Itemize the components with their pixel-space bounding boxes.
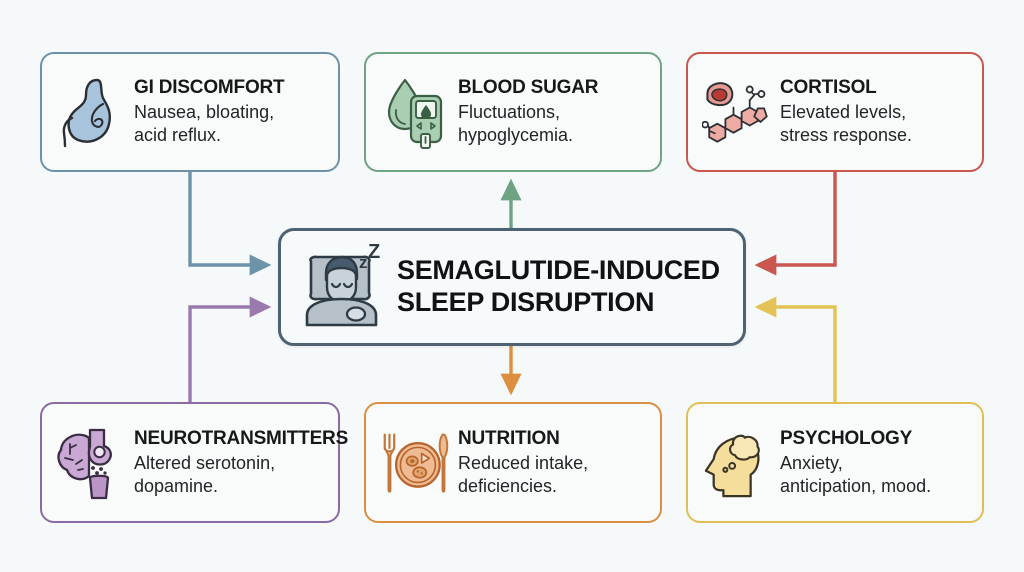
factor-card-nutrition[interactable]: NUTRITION Reduced intake, deficiencies. [364, 402, 662, 523]
factor-description: Altered serotonin, dopamine. [134, 452, 276, 496]
factor-title: GI DISCOMFORT [134, 77, 285, 99]
center-node-semaglutide-sleep-disruption[interactable]: z Z SEMAGLUTIDE-INDUCED SLEEP DISRUPTION [278, 228, 746, 346]
adrenal-gland-steroid-icon [702, 70, 774, 154]
factor-card-gi-discomfort[interactable]: GI DISCOMFORT Nausea, bloating, acid ref… [40, 52, 340, 172]
factor-title: CORTISOL [780, 77, 877, 99]
factor-description: Anxiety, anticipation, mood. [780, 452, 932, 496]
factor-title: BLOOD SUGAR [458, 77, 599, 99]
svg-text:Z: Z [368, 243, 380, 263]
factor-title: NUTRITION [458, 427, 560, 449]
factor-card-cortisol[interactable]: CORTISOL Elevated levels, stress respons… [686, 52, 984, 172]
stomach-icon [56, 70, 128, 154]
plate-fork-knife-icon [380, 421, 452, 505]
factor-description: Nausea, bloating, acid reflux. [134, 102, 275, 146]
factor-title: NEUROTRANSMITTERS [134, 427, 349, 449]
factor-card-psychology[interactable]: PSYCHOLOGY Anxiety, anticipation, mood. [686, 402, 984, 523]
connector-cortisol-to-center [754, 172, 837, 276]
brain-synapse-icon [56, 421, 128, 505]
connector-gi-to-center [188, 172, 272, 276]
factor-card-blood-sugar[interactable]: BLOOD SUGAR Fluctuations, hypoglycemia. [364, 52, 662, 172]
factor-description: Fluctuations, hypoglycemia. [458, 102, 574, 146]
sleeping-person-icon: z Z [295, 241, 391, 333]
factor-description: Reduced intake, deficiencies. [458, 452, 589, 496]
glucometer-blood-drop-icon [380, 70, 452, 154]
svg-text:z: z [359, 253, 368, 272]
factor-card-neurotransmitters[interactable]: NEUROTRANSMITTERS Altered serotonin, dop… [40, 402, 349, 523]
factor-title: PSYCHOLOGY [780, 427, 913, 449]
factor-description: Elevated levels, stress response. [780, 102, 913, 146]
connector-psych-to-center [754, 296, 837, 402]
connector-neuro-to-center [188, 296, 272, 402]
center-node-title: SEMAGLUTIDE-INDUCED SLEEP DISRUPTION [397, 255, 720, 317]
head-thought-cloud-icon [702, 421, 774, 505]
